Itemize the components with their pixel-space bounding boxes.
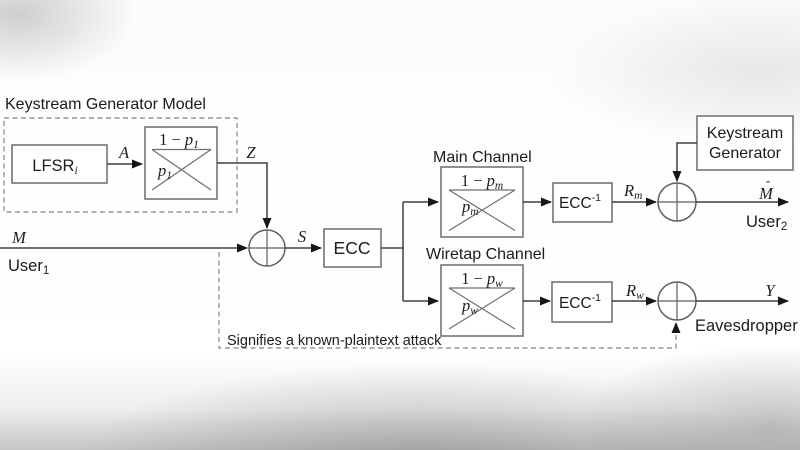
- keystream-channel-box: 1 −p1 p1: [144, 126, 218, 200]
- signal-a-label: A: [118, 143, 130, 162]
- wiretap-channel-top-label: 1 −pw: [461, 269, 503, 290]
- channel-cross-line: [448, 287, 516, 330]
- lfsr-label: LFSRi: [32, 157, 77, 177]
- xor-node-eavesdropper: [657, 281, 697, 321]
- signal-mhat-label: M: [758, 184, 774, 203]
- ecc-encoder-label: ECC: [334, 238, 371, 258]
- channel-cross-line: [151, 149, 212, 191]
- signal-m-label: M: [11, 228, 27, 247]
- keystream-generator-label-line2: Generator: [709, 145, 782, 162]
- signal-mhat-hat: ˆ: [765, 178, 770, 193]
- wire-z-to-xor: [217, 162, 272, 229]
- lfsr-box: [11, 144, 108, 184]
- wiretap-channel-title: Wiretap Channel: [426, 246, 545, 263]
- main-channel-group: Main Channel 1 −pm pm ECC-1 Rm Keystream…: [433, 115, 794, 238]
- wire-keystream-to-xor: [672, 142, 697, 182]
- xor-node-transmitter: [248, 229, 286, 267]
- user1-label: User1: [8, 257, 49, 277]
- main-channel-box: 1 −pm pm: [440, 166, 524, 238]
- known-plaintext-attack-group: Signifies a known-plaintext attack: [218, 252, 681, 349]
- keystream-generator-label-line1: Keystream: [707, 125, 783, 142]
- xor-node-receiver: [657, 182, 697, 222]
- keystream-model-dashed-box: [3, 117, 238, 213]
- keystream-channel-top-label: 1 −p1: [159, 130, 199, 151]
- ecc-encoder-box: [323, 228, 382, 268]
- keystream-channel-rect: [144, 126, 218, 200]
- wiretap-channel-side-label: pw: [461, 296, 478, 317]
- main-channel-rect: [440, 166, 524, 238]
- main-channel-top-label: 1 −pm: [461, 171, 503, 192]
- ecc-decoder-main-label: ECC-1: [559, 192, 601, 212]
- keystream-model-title: Keystream Generator Model: [5, 96, 206, 113]
- signal-z-label: Z: [246, 143, 256, 162]
- keystream-channel-side-label: p1: [157, 161, 172, 182]
- wiretap-channel-box: 1 −pw pw: [440, 264, 524, 337]
- attack-dashed-path: [218, 252, 681, 349]
- signal-s-label: S: [298, 227, 306, 246]
- signal-rm-label: Rm: [623, 181, 642, 202]
- signal-y-label: Y: [765, 281, 776, 300]
- wiretap-channel-group: Wiretap Channel 1 −pw pw ECC-1 Rw Y Eave…: [426, 246, 798, 337]
- attack-note-label: Signifies a known-plaintext attack: [227, 333, 442, 349]
- ecc-decoder-wiretap-box: [551, 281, 613, 323]
- eavesdropper-label: Eavesdropper: [695, 317, 798, 335]
- ecc-decoder-main-box: [552, 182, 613, 223]
- transmitter-group: M User1 S ECC: [0, 197, 439, 306]
- main-channel-title: Main Channel: [433, 149, 532, 166]
- keystream-generator-model-group: Keystream Generator Model LFSRi A 1 −p1 …: [3, 96, 272, 229]
- channel-cross-line: [448, 189, 516, 232]
- signal-rw-label: Rw: [625, 281, 644, 302]
- ecc-decoder-wiretap-label: ECC-1: [559, 292, 601, 312]
- main-channel-side-label: pm: [461, 197, 479, 218]
- user2-label: User2: [746, 213, 787, 233]
